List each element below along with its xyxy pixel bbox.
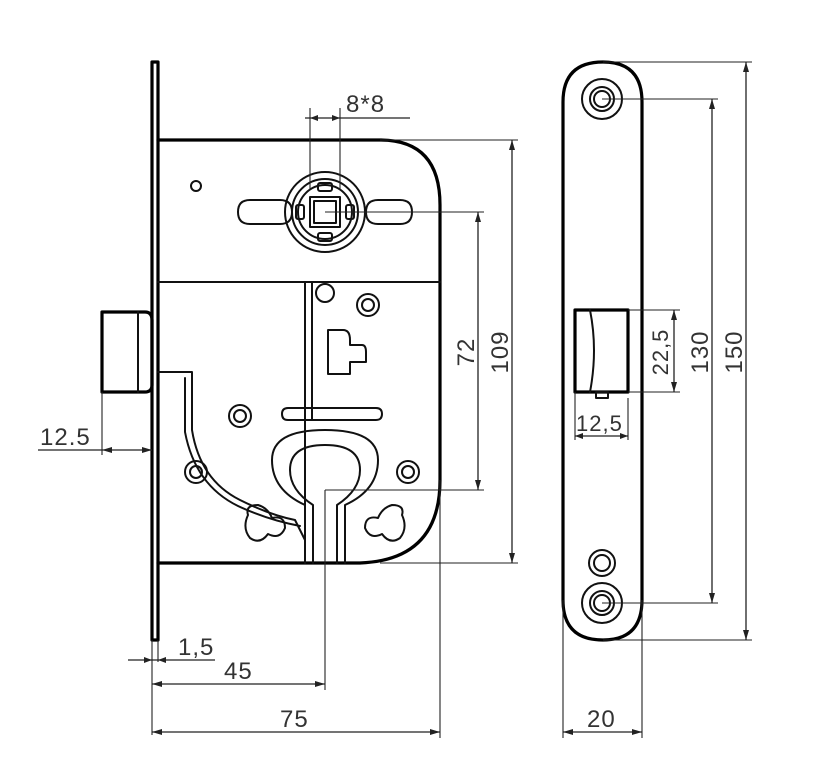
dim-backset: 45 (224, 658, 253, 685)
dim-latch-projection: 12.5 (40, 424, 91, 451)
dim-spindle-to-cylinder: 72 (453, 338, 480, 367)
slot-right (365, 199, 413, 225)
dimension-lines (38, 61, 752, 738)
case-screw-hole (190, 180, 202, 192)
strike-opening (573, 308, 630, 394)
dim-strike-opening-height: 22,5 (648, 329, 673, 376)
cylinder-cutout (271, 429, 379, 564)
dim-strike-width: 20 (587, 706, 616, 733)
dim-faceplate-thickness: 1,5 (178, 634, 214, 661)
follower (327, 329, 367, 375)
dim-body-depth: 75 (280, 706, 309, 733)
dim-height-main: 109 (487, 330, 514, 373)
dim-strike-opening-width: 12,5 (576, 411, 623, 436)
latch-lever (157, 371, 306, 564)
dim-spindle-square: 8*8 (346, 91, 385, 118)
strike-plate (561, 60, 644, 642)
slot-left (237, 199, 293, 225)
lock-body (100, 60, 442, 642)
dimension-labels: 8*8 109 72 12.5 1,5 45 75 150 130 22,5 1… (40, 91, 748, 733)
dim-strike-hole-spacing: 130 (687, 330, 714, 373)
latch-bolt (100, 310, 154, 394)
dim-strike-height: 150 (721, 330, 748, 373)
